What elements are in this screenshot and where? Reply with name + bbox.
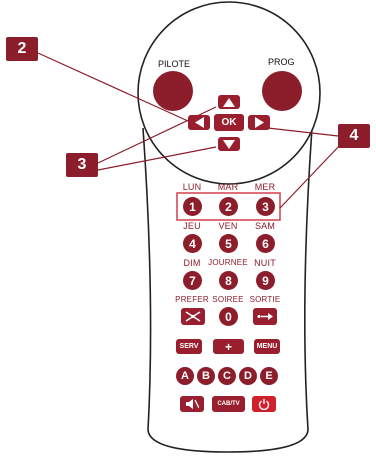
- exit-arrow-icon: [257, 313, 273, 320]
- label-dim: DIM: [183, 258, 201, 268]
- button-1[interactable]: 1: [183, 197, 202, 216]
- plus-button[interactable]: +: [213, 339, 244, 354]
- left-button[interactable]: [188, 115, 210, 130]
- prog-label: PROG: [268, 57, 295, 67]
- button-d[interactable]: D: [239, 367, 257, 385]
- arrow-right-icon: [254, 117, 264, 128]
- button-9[interactable]: 9: [256, 271, 275, 290]
- up-button[interactable]: [218, 95, 240, 109]
- pilote-label: PILOTE: [158, 59, 191, 69]
- menu-button[interactable]: MENU: [254, 339, 280, 354]
- button-b[interactable]: B: [197, 367, 215, 385]
- serv-button[interactable]: SERV: [176, 339, 202, 354]
- leader-3b: [97, 146, 217, 171]
- highlight-box-123: [176, 192, 281, 221]
- mute-button[interactable]: [180, 396, 204, 412]
- label-jeu: JEU: [183, 221, 201, 231]
- button-e[interactable]: E: [260, 367, 278, 385]
- label-journee: JOURNEE: [208, 258, 248, 267]
- button-a[interactable]: A: [176, 367, 194, 385]
- leader-4a: [267, 127, 339, 137]
- label-ven: VEN: [218, 221, 238, 231]
- arrow-down-icon: [223, 139, 235, 149]
- callout-4: 4: [338, 124, 370, 148]
- label-lun: LUN: [182, 182, 202, 192]
- label-mar: MAR: [217, 182, 239, 192]
- label-mer: MER: [254, 182, 276, 192]
- button-5[interactable]: 5: [219, 234, 238, 253]
- button-c[interactable]: C: [218, 367, 236, 385]
- label-sam: SAM: [254, 221, 276, 231]
- button-6[interactable]: 6: [256, 234, 275, 253]
- callout-3: 3: [66, 153, 98, 177]
- sortie-button[interactable]: [253, 308, 277, 325]
- prog-button[interactable]: [262, 71, 302, 111]
- label-soiree: SOIREE: [212, 295, 244, 304]
- right-button[interactable]: [248, 115, 270, 130]
- mute-icon: [186, 399, 199, 409]
- label-sortie: SORTIE: [249, 295, 281, 304]
- button-8[interactable]: 8: [219, 271, 238, 290]
- arrow-up-icon: [223, 97, 235, 107]
- label-prefer: PREFER: [175, 295, 209, 304]
- ok-button[interactable]: OK: [214, 114, 244, 131]
- leader-4b: [279, 142, 343, 209]
- button-4[interactable]: 4: [183, 234, 202, 253]
- button-3[interactable]: 3: [256, 197, 275, 216]
- down-button[interactable]: [218, 137, 240, 151]
- button-0[interactable]: 0: [219, 307, 238, 326]
- pilote-button[interactable]: [153, 71, 193, 111]
- callout-2: 2: [6, 37, 38, 61]
- cab-tv-button[interactable]: CAB/TV: [212, 396, 245, 412]
- prefer-button[interactable]: [181, 308, 205, 325]
- power-icon: [258, 399, 270, 410]
- power-button[interactable]: [252, 396, 276, 412]
- favorite-icon: [185, 311, 201, 322]
- label-nuit: NUIT: [254, 258, 276, 268]
- button-2[interactable]: 2: [219, 197, 238, 216]
- arrow-left-icon: [194, 117, 204, 128]
- button-7[interactable]: 7: [183, 271, 202, 290]
- leader-2: [37, 52, 189, 122]
